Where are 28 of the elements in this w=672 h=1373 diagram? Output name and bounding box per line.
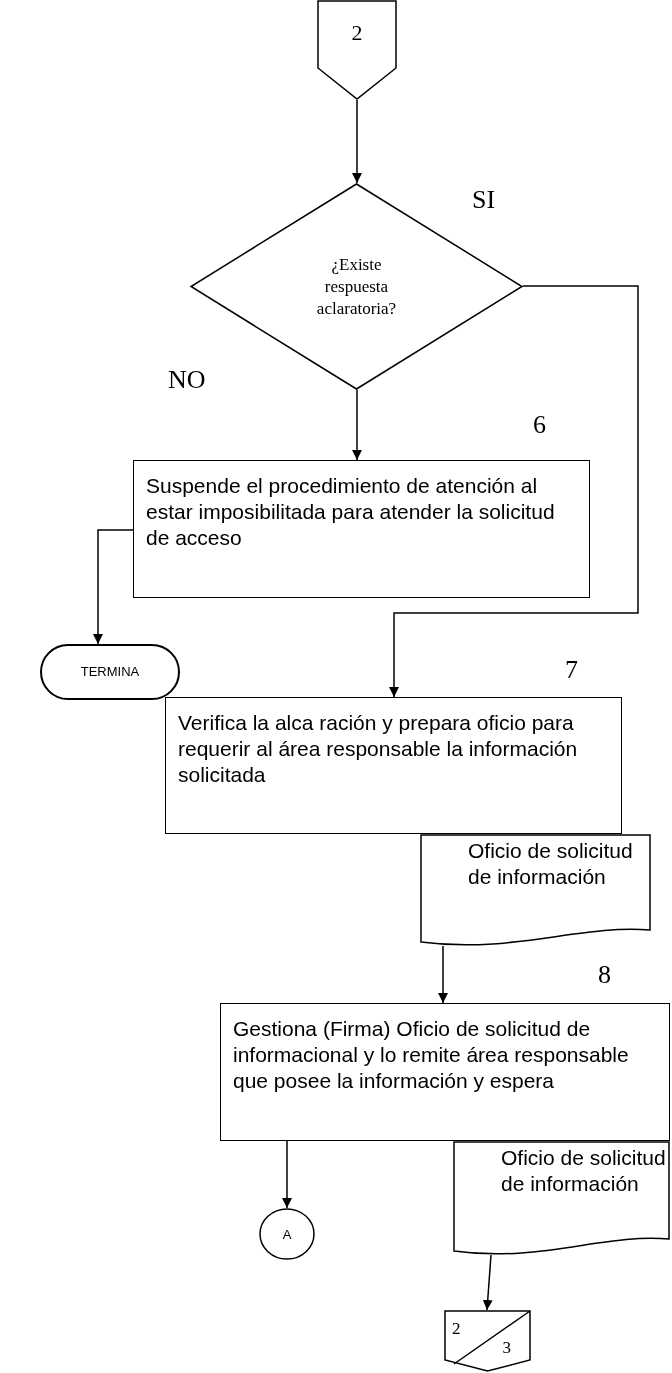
node-text: TERMINA <box>80 663 140 682</box>
arrow <box>438 945 448 1004</box>
process-box <box>133 460 590 598</box>
arrow <box>352 389 362 461</box>
node-text: 2 <box>452 1318 461 1340</box>
node-text: 2 <box>351 20 363 45</box>
node-text: A <box>282 1227 292 1242</box>
offpage-connector <box>444 1310 531 1372</box>
branch-label: NO <box>168 364 206 396</box>
arrow <box>389 285 639 698</box>
node-text: ¿Existe respuesta aclaratoria? <box>315 253 398 320</box>
node-text: 3 <box>502 1336 511 1359</box>
arrow <box>282 1140 292 1209</box>
node-text: Gestiona (Firma) Oficio de solicitud de informacional y lo remite área responsable que posee la información y espera <box>233 1016 630 1094</box>
node-text: Verifica la alca ración y prepara oficio para requerir al área responsable la información solicitada <box>178 710 579 788</box>
node-text: Suspende el procedimiento de atención al estar imposibilitada para atender la solicitud de acceso <box>146 473 556 551</box>
step-number: 7 <box>565 654 578 686</box>
node-text: Oficio de solicitud de información <box>501 1145 667 1197</box>
node-text: Oficio de solicitud de información <box>468 838 634 890</box>
terminator <box>40 644 180 700</box>
arrow <box>93 529 134 645</box>
arrow <box>482 1254 493 1311</box>
branch-label: SI <box>472 184 496 216</box>
connector-circle <box>259 1208 315 1260</box>
step-number: 8 <box>598 959 611 991</box>
offpage-connector <box>317 0 397 100</box>
step-number: 6 <box>533 409 546 441</box>
arrow <box>352 99 362 184</box>
